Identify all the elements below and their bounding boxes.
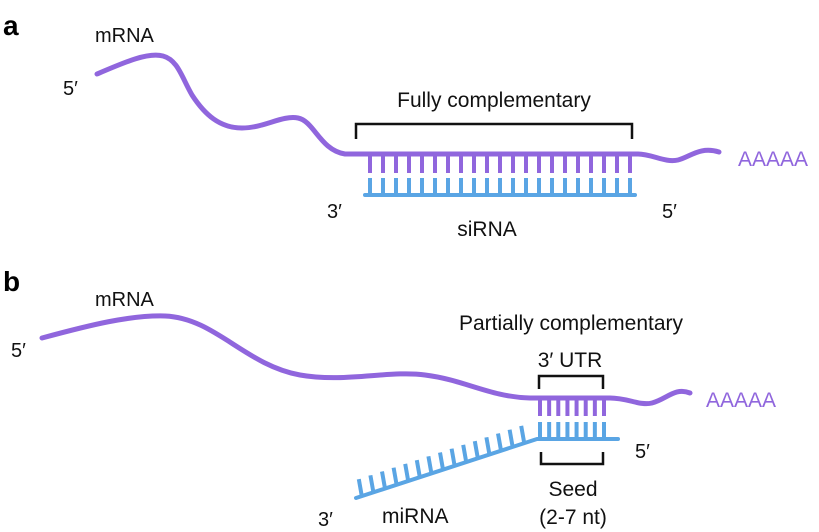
panel-b-mrna-label: mRNA	[95, 289, 155, 311]
panel-b-mirna-5prime: 5′	[635, 441, 650, 463]
panel-b-mirna-tail-bases	[356, 425, 527, 497]
mirna-tail-base	[472, 440, 480, 459]
mirna-tail-base	[496, 433, 503, 451]
panel-b-letter: b	[3, 266, 20, 297]
panel-a: a mRNA 5′ Fully complementary AAAAA 3′ 5…	[3, 10, 808, 241]
panel-a-sirna-3prime: 3′	[327, 201, 342, 223]
panel-b: b mRNA 5′ Partially complementary 3′ UTR…	[3, 266, 776, 531]
mirna-tail-base	[356, 478, 364, 497]
mirna-tail-base	[519, 425, 527, 444]
mirna-tail-base	[368, 474, 376, 493]
panel-b-mirna-backbone	[354, 437, 620, 500]
mirna-tail-base	[414, 459, 422, 478]
panel-a-complementary-bracket	[354, 122, 634, 139]
panel-b-seed-bracket	[539, 452, 605, 466]
panel-b-mrna-strand	[39, 313, 693, 407]
panel-a-bracket-label: Fully complementary	[397, 89, 591, 112]
mirna-tail-base	[438, 452, 445, 470]
panel-b-seed-label: Seed	[548, 478, 597, 501]
panel-b-mirna-seed-bases	[538, 422, 606, 439]
mirna-tail-base	[403, 463, 411, 482]
panel-a-polya-tail: AAAAA	[738, 148, 808, 171]
panel-a-mrna-5prime: 5′	[63, 78, 78, 100]
mirna-tail-base	[507, 429, 515, 448]
mirna-tail-base	[449, 448, 457, 467]
mirna-tail-base	[380, 471, 387, 489]
panel-a-mrna-strand	[94, 52, 722, 164]
panel-a-sirna-label: siRNA	[457, 218, 517, 241]
panel-b-mrna-bases	[538, 398, 606, 416]
mirna-tail-base	[484, 436, 492, 455]
panel-a-mrna-label: mRNA	[95, 25, 155, 47]
panel-b-mirna-3prime: 3′	[318, 509, 333, 531]
panel-a-sirna-5prime: 5′	[662, 201, 677, 223]
mirna-tail-base	[461, 444, 469, 463]
panel-b-mirna-label: miRNA	[382, 505, 449, 528]
panel-a-mrna-bases	[368, 154, 632, 173]
panel-b-mrna-5prime: 5′	[11, 340, 26, 362]
mirna-tail-base	[391, 467, 399, 486]
panel-a-sirna-bases	[368, 178, 632, 195]
panel-b-polya-tail: AAAAA	[706, 389, 776, 412]
panel-b-complementarity-label: Partially complementary	[459, 312, 684, 335]
mirna-tail-base	[426, 455, 434, 474]
panel-a-letter: a	[3, 10, 19, 41]
panel-b-seed-range: (2-7 nt)	[539, 506, 607, 529]
panel-b-utr-label: 3′ UTR	[538, 349, 603, 372]
panel-b-utr-bracket	[537, 374, 605, 389]
